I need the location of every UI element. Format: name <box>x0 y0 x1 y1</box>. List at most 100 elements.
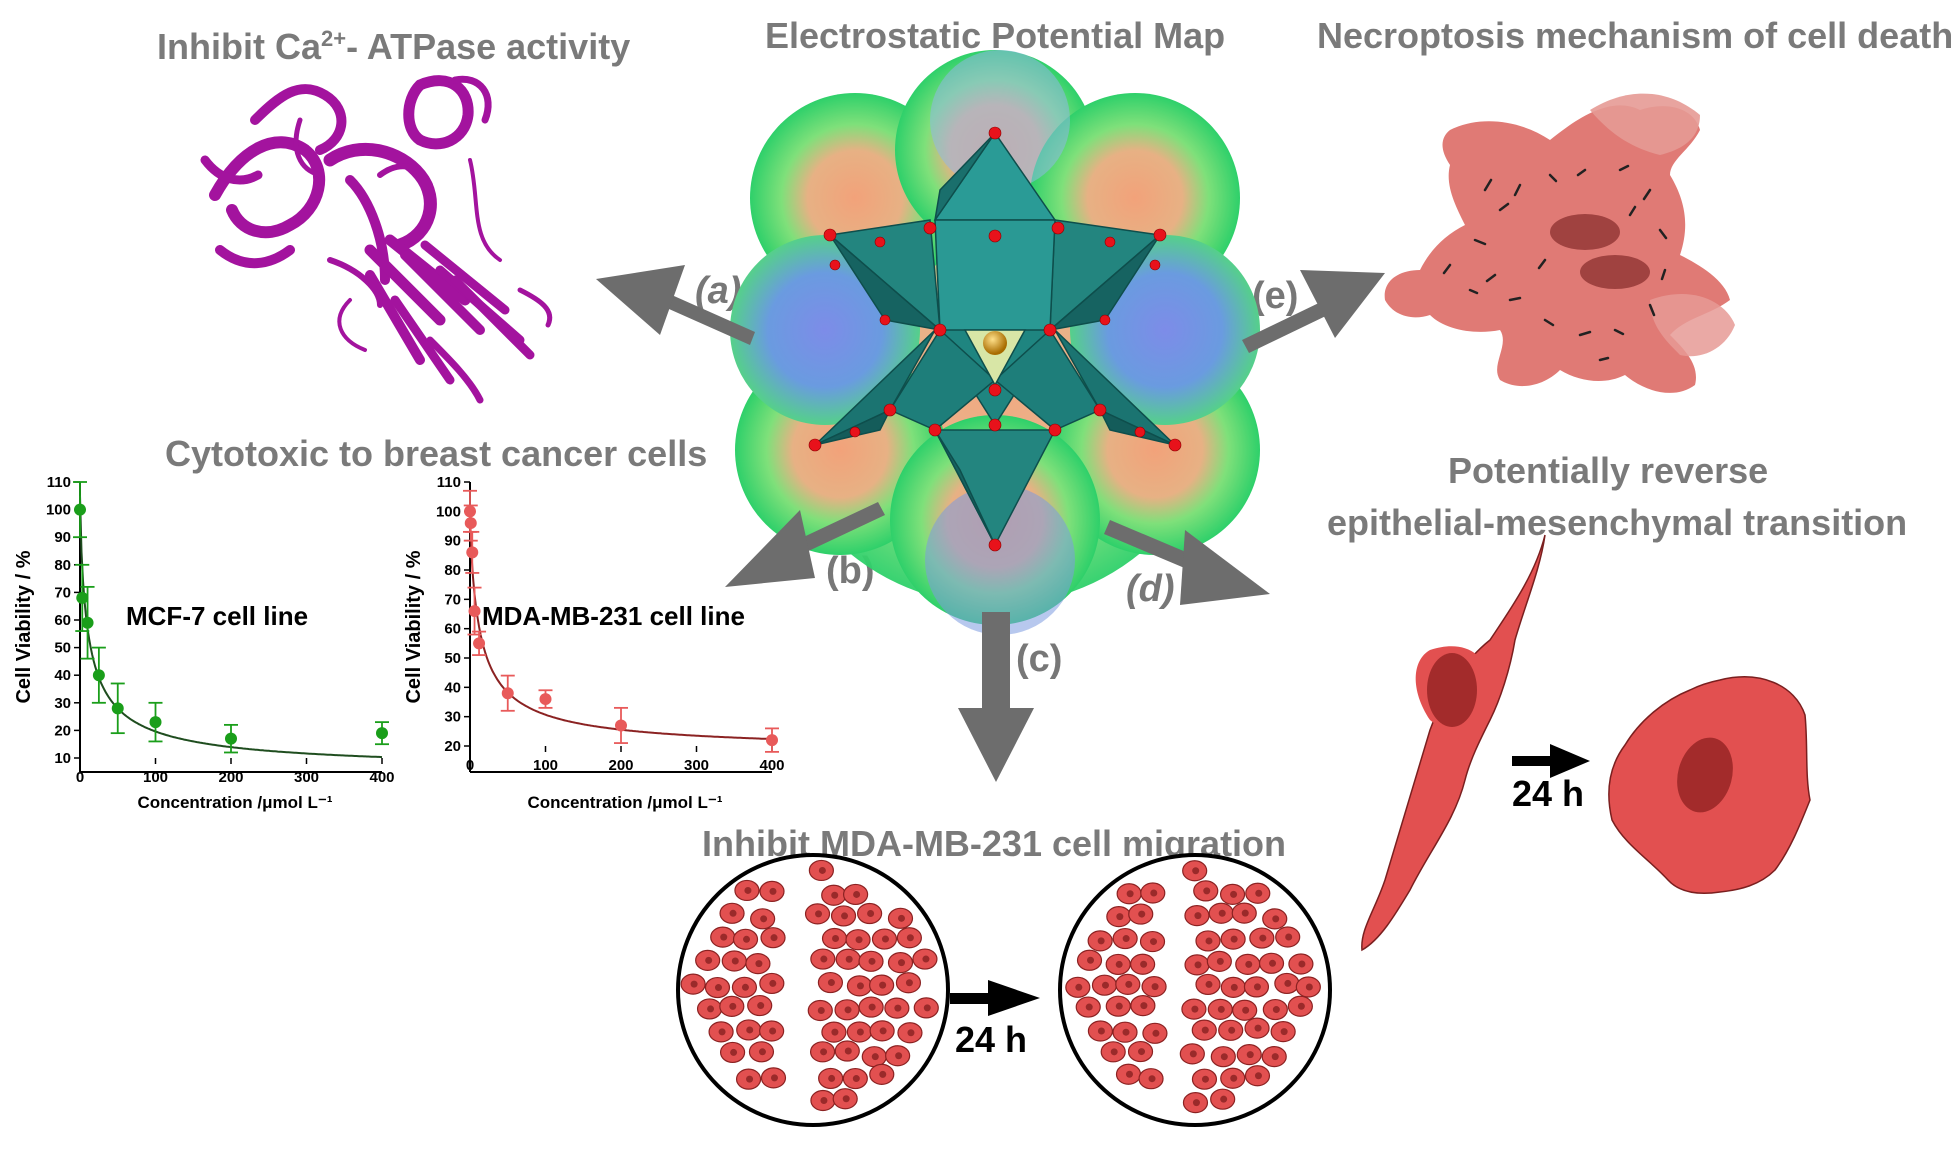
migrating-cell <box>817 971 844 994</box>
migrating-cell <box>1191 1068 1218 1090</box>
chart1-xtick-label: 100 <box>143 769 168 786</box>
migrating-cell <box>1288 953 1314 975</box>
migrating-cell <box>807 999 833 1022</box>
migrating-cell <box>804 903 831 925</box>
migrating-cell <box>1127 1040 1154 1063</box>
atpase-protein <box>200 75 553 404</box>
chart2-ytick-label: 30 <box>444 709 461 726</box>
migrating-cell <box>1195 930 1221 952</box>
migration-time-label: 24 h <box>955 1019 1028 1060</box>
chart1-ytick-label: 90 <box>54 529 71 546</box>
migrating-cell <box>759 880 785 903</box>
migrating-cell <box>759 972 785 995</box>
chart2-data-point <box>614 706 628 744</box>
chart1-ytick-label: 110 <box>47 474 71 491</box>
migrating-cell <box>1249 927 1275 949</box>
migrating-cell <box>821 1021 847 1043</box>
title-electrostatic-map: Electrostatic Potential Map <box>765 15 1226 56</box>
migrating-cell <box>884 997 910 1019</box>
emt-black-arrow <box>1512 744 1590 778</box>
migrating-cell <box>1091 974 1118 996</box>
migrating-cell <box>887 907 914 929</box>
migration-well-after <box>1058 853 1332 1127</box>
chart1-xtick-label: 400 <box>369 769 394 786</box>
migrating-cell <box>731 976 758 998</box>
migrating-cell <box>748 1041 775 1063</box>
migrating-cell <box>1235 953 1261 975</box>
migrating-cell <box>809 1041 836 1063</box>
migrating-cell <box>1087 930 1113 952</box>
migrating-cell <box>1106 906 1132 928</box>
migrating-cell <box>1270 1021 1296 1043</box>
migrating-cell <box>1219 883 1246 905</box>
migrating-cell <box>1220 976 1246 998</box>
migrating-cell <box>1141 976 1167 998</box>
migrating-cell <box>1105 953 1131 976</box>
title-necroptosis: Necroptosis mechanism of cell death <box>1317 15 1951 56</box>
chart1-ytick-label: 20 <box>54 722 71 739</box>
chart2-data-point <box>463 504 478 542</box>
migrating-cell <box>1130 994 1156 1017</box>
migrating-cell <box>1112 927 1138 950</box>
emt-cell-after <box>1608 676 1811 894</box>
arrow-d <box>1104 520 1270 605</box>
migrating-cell <box>1231 902 1257 924</box>
migrating-cell <box>710 926 736 948</box>
migrating-cell <box>821 884 847 906</box>
migrating-cell <box>846 1021 872 1043</box>
migrating-cell <box>719 995 745 1017</box>
chart2-ytick-label: 100 <box>436 503 461 520</box>
title-emt-line1: Potentially reverse <box>1448 450 1769 491</box>
chart2-data-point <box>467 586 482 636</box>
chart1-data-point <box>224 723 238 754</box>
migrating-cell <box>1065 976 1091 998</box>
arrow-label-d: (d) <box>1126 568 1175 610</box>
migrating-cell <box>858 996 884 1018</box>
chart1-ylabel: Cell Viability / % <box>13 550 35 703</box>
migrating-cell <box>1208 902 1234 924</box>
migrating-cell <box>1232 999 1258 1021</box>
migrating-cell <box>1139 930 1166 953</box>
chart2-ytick-label: 90 <box>444 533 461 550</box>
chart1-xlabel: Concentration /μmol L⁻¹ <box>137 793 332 812</box>
migrating-cell <box>1116 883 1142 905</box>
chart1-title: MCF-7 cell line <box>126 601 308 631</box>
arrow-label-e: (e) <box>1252 275 1299 317</box>
chart1-data-point <box>110 682 125 735</box>
migrating-cell <box>1138 1068 1164 1090</box>
migrating-cell <box>1287 995 1313 1017</box>
chart1-ytick-label: 30 <box>54 695 71 712</box>
migrating-cell <box>1142 1022 1168 1044</box>
migrating-cell <box>1075 996 1101 1018</box>
migrating-cell <box>834 999 860 1021</box>
migrating-cell <box>858 950 884 972</box>
migrating-cell <box>818 1067 844 1090</box>
migrating-cell <box>1112 1021 1138 1043</box>
migrating-cell <box>810 1089 836 1112</box>
chart2-data-point <box>500 674 515 712</box>
migrating-cell <box>1206 950 1232 972</box>
title-ca-sup: 2+ <box>321 26 347 51</box>
chart1-ytick-label: 80 <box>54 557 71 574</box>
migrating-cell <box>832 1088 858 1110</box>
migrating-cell <box>861 1046 887 1068</box>
migrating-cell <box>871 928 898 950</box>
migrating-cell <box>719 1041 746 1064</box>
migrating-cell <box>735 1068 762 1090</box>
chart2-xtick-label: 400 <box>759 757 784 774</box>
migrating-cell <box>704 976 731 999</box>
central-atom <box>983 331 1007 355</box>
chart2-xtick-label: 100 <box>533 757 558 774</box>
migrating-cell <box>1210 1046 1236 1068</box>
chart2-data-point <box>465 530 480 574</box>
migrating-cell <box>1261 1046 1287 1068</box>
chart1-data-point <box>73 481 87 539</box>
migrating-cell <box>1274 972 1300 995</box>
arrow-label-c: (c) <box>1016 638 1063 680</box>
migrating-cell <box>1140 882 1166 904</box>
migrating-cell <box>810 948 836 970</box>
